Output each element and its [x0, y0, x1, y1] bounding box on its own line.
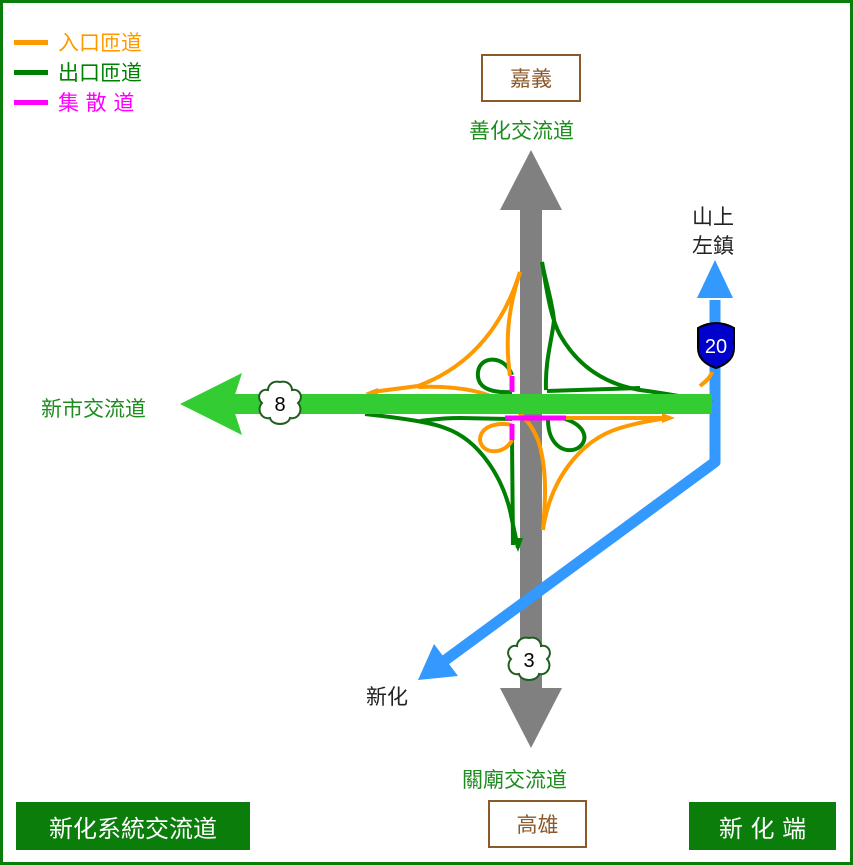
legend-label: 出口匝道 — [58, 61, 142, 85]
legend-label: 入口匝道 — [58, 31, 142, 55]
route-3-shield-icon: 3 — [507, 636, 551, 681]
destination-box-north: 嘉義 — [481, 54, 581, 102]
freeway-south-arrow — [500, 688, 562, 748]
exit-arrowhead — [513, 538, 523, 552]
east-destination-line1: 山上 — [692, 205, 734, 229]
freeway-north-arrow — [500, 150, 562, 210]
expressway-west-arrow — [180, 373, 242, 435]
legend-exit: 出口匝道 — [14, 57, 142, 87]
west-interchange-label: 新市交流道 — [41, 397, 146, 421]
freeway-3 — [500, 150, 562, 748]
south-interchange-label: 關廟交流道 — [462, 768, 567, 792]
road20-north-arrow — [697, 260, 733, 298]
legend-collector: 集 散 道 — [14, 87, 134, 117]
expressway-8 — [180, 373, 712, 435]
provincial-road-20 — [418, 260, 733, 680]
legend-entrance: 入口匝道 — [14, 27, 142, 57]
interchange-title: 新化系統交流道 — [16, 802, 250, 850]
route-20-number: 20 — [705, 336, 727, 358]
route-20-shield-icon: 20 — [697, 322, 735, 370]
route-8-number: 8 — [274, 394, 285, 416]
road20-southwest-arrow — [418, 644, 458, 680]
legend-swatch-exit — [14, 69, 48, 75]
legend-label: 集 散 道 — [58, 91, 135, 115]
legend-swatch-entrance — [14, 39, 48, 45]
entrance-ramps — [365, 271, 714, 531]
north-interchange-label: 善化交流道 — [469, 119, 574, 143]
interchange-subtitle: 新 化 端 — [689, 802, 836, 850]
east-destination-line2: 左鎮 — [692, 234, 734, 258]
southwest-destination-label: 新化 — [366, 685, 408, 709]
route-8-shield-icon: 8 — [258, 380, 302, 425]
route-3-number: 3 — [523, 650, 534, 672]
destination-box-south: 高雄 — [488, 800, 587, 848]
legend-swatch-collector — [14, 99, 48, 105]
collector-distributor — [505, 376, 566, 440]
